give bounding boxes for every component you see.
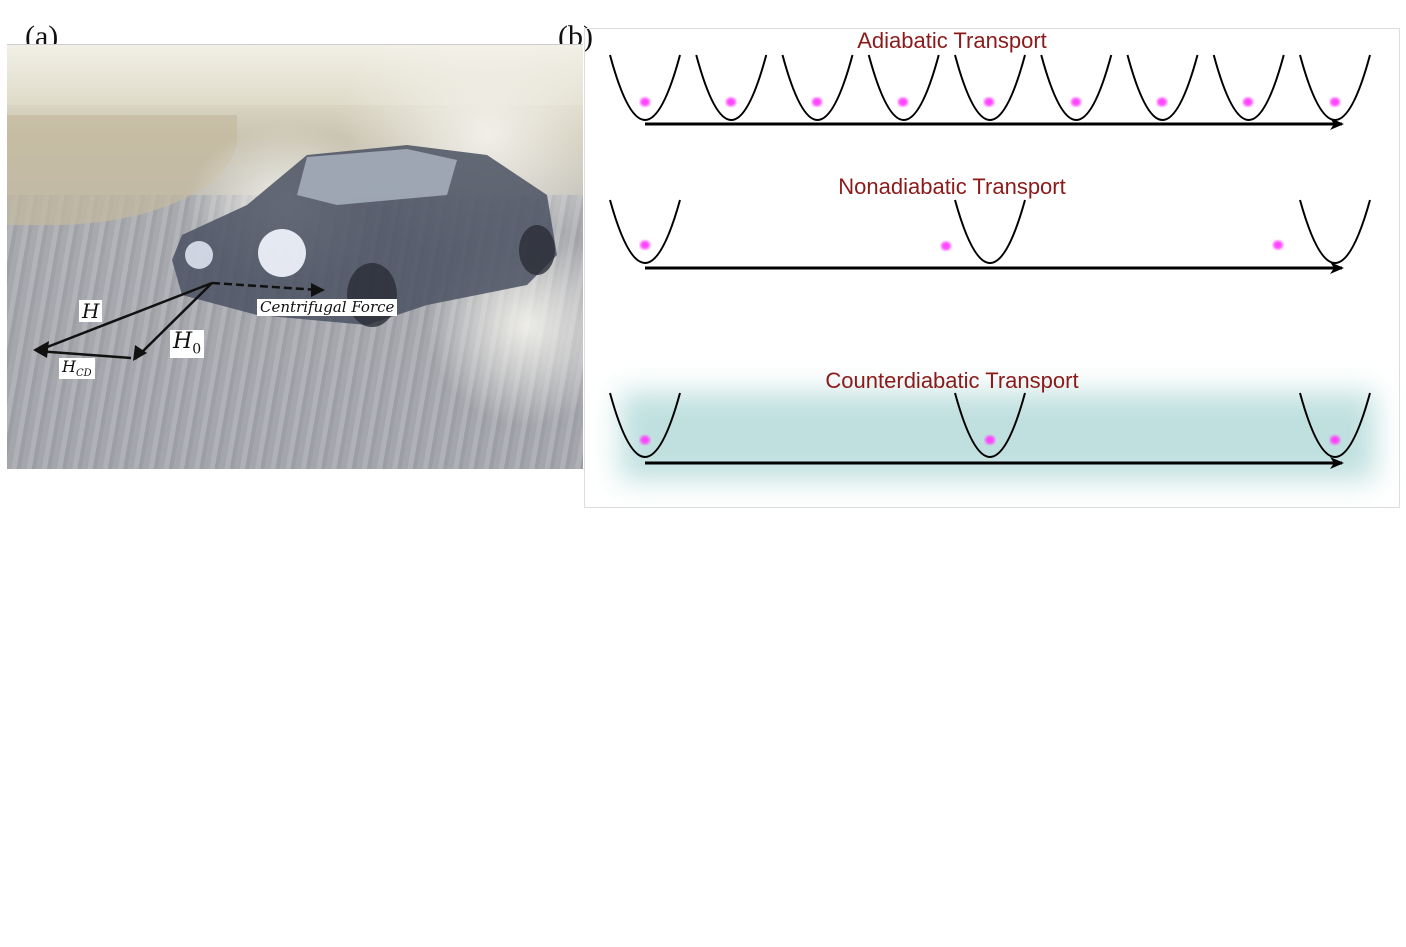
panel-b-frame	[584, 28, 1400, 508]
potential-well	[609, 392, 681, 458]
row-title: Adiabatic Transport	[857, 28, 1047, 53]
drifting-car-photo: H H0 HCD Centrifugal Force	[7, 45, 583, 469]
potential-well	[1299, 54, 1371, 121]
potential-well	[695, 54, 768, 121]
row-title: Nonadiabatic Transport	[838, 174, 1065, 199]
h-label: H	[79, 300, 103, 322]
potential-well	[609, 54, 681, 121]
row-title: Counterdiabatic Transport	[825, 368, 1078, 393]
hcd-vector	[36, 349, 132, 360]
centrifugal-vector	[211, 281, 320, 292]
particle-dot	[1157, 97, 1167, 107]
h-vector	[36, 281, 213, 353]
hcd-label: HCD	[59, 358, 95, 380]
top-rule	[7, 44, 583, 45]
potential-well	[1299, 392, 1371, 458]
potential-well	[1212, 54, 1285, 121]
h0-label: H0	[170, 329, 205, 358]
potential-well	[867, 54, 940, 121]
potential-well	[954, 199, 1026, 264]
particle-dot	[1330, 435, 1340, 445]
potential-well	[1040, 54, 1113, 121]
particle-dot	[640, 97, 650, 107]
particle-dot	[1273, 240, 1283, 250]
potential-well	[1299, 199, 1371, 264]
particle-dot	[1330, 97, 1340, 107]
potential-well	[609, 199, 681, 264]
potential-well	[954, 392, 1026, 458]
counterdiabatic-highlight	[620, 392, 1375, 480]
potential-well	[1126, 54, 1199, 121]
particle-dot	[640, 435, 650, 445]
particle-dot	[1243, 97, 1253, 107]
potential-well	[954, 54, 1026, 121]
potential-well	[781, 54, 854, 121]
particle-dot	[1071, 97, 1081, 107]
h0-vector	[134, 282, 213, 360]
particle-dot	[898, 97, 908, 107]
particle-dot	[812, 97, 822, 107]
particle-dot	[985, 435, 995, 445]
particle-dot	[640, 240, 650, 250]
car-shape	[33, 145, 557, 361]
centrifugal-force-label: Centrifugal Force	[257, 299, 398, 316]
particle-dot	[726, 97, 736, 107]
particle-dot	[941, 241, 951, 251]
particle-dot	[984, 97, 994, 107]
